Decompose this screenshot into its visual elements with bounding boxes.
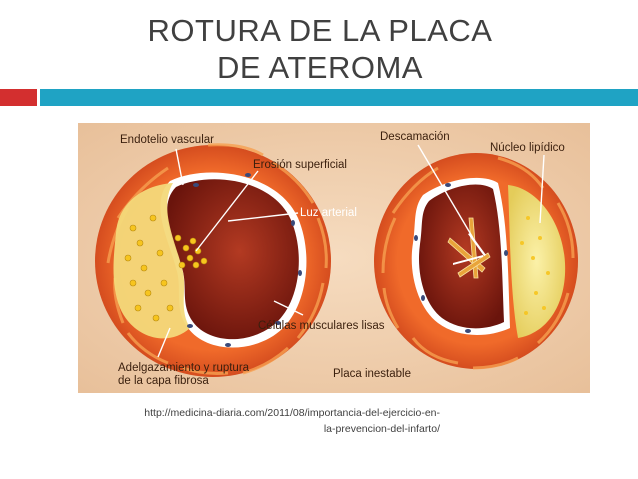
atheroma-figure: Endotelio vascular Erosión superficial L…: [78, 123, 590, 393]
source-caption-line-1: http://medicina-diaria.com/2011/08/impor…: [144, 407, 440, 419]
label-luz-arterial: Luz arterial: [300, 207, 357, 219]
leader-lines: [157, 144, 545, 358]
artery-right: [374, 153, 578, 370]
source-caption-line-2: la-prevencion-del-infarto/: [323, 423, 440, 435]
artery-right-lipid-core: [508, 185, 566, 338]
accent-bar-teal: [40, 89, 638, 106]
artery-left: [95, 143, 331, 377]
label-erosion-superficial: Erosión superficial: [253, 159, 347, 171]
artery-right-lumen: [418, 184, 504, 329]
artery-right-desquamated-cells: [447, 217, 491, 279]
artery-left-lumen: [167, 179, 299, 340]
artery-illustration: [78, 123, 590, 393]
label-nucleo-lipidico: Núcleo lipídico: [490, 142, 565, 154]
label-adelgazamiento-line-1: Adelgazamiento y ruptura: [118, 362, 250, 374]
artery-right-cell-nuclei: [414, 183, 508, 333]
artery-left-lipid-core: [113, 183, 190, 339]
slide-title: ROTURA DE LA PLACA DE ATEROMA: [100, 12, 540, 86]
label-adelgazamiento-line-2: de la capa fibrosa: [118, 375, 209, 387]
label-endotelio-vascular: Endotelio vascular: [120, 134, 214, 146]
artery-right-lumen-flecks: [453, 233, 486, 265]
artery-left-cell-nuclei: [187, 173, 302, 347]
label-descamacion: Descamación: [380, 131, 450, 143]
slide-title-line-2: DE ATEROMA: [217, 50, 423, 85]
label-celulas-musculares-lisas: Células musculares lisas: [258, 320, 385, 332]
source-caption: http://medicina-diaria.com/2011/08/impor…: [84, 405, 440, 437]
accent-bar-red: [0, 89, 37, 106]
artery-left-lipid-droplets: [124, 214, 208, 322]
artery-left-muscle-fibers: [106, 143, 328, 375]
label-placa-inestable: Placa inestable: [333, 368, 411, 380]
artery-right-lipid-droplets: [520, 216, 550, 315]
slide-title-line-1: ROTURA DE LA PLACA: [147, 13, 493, 48]
